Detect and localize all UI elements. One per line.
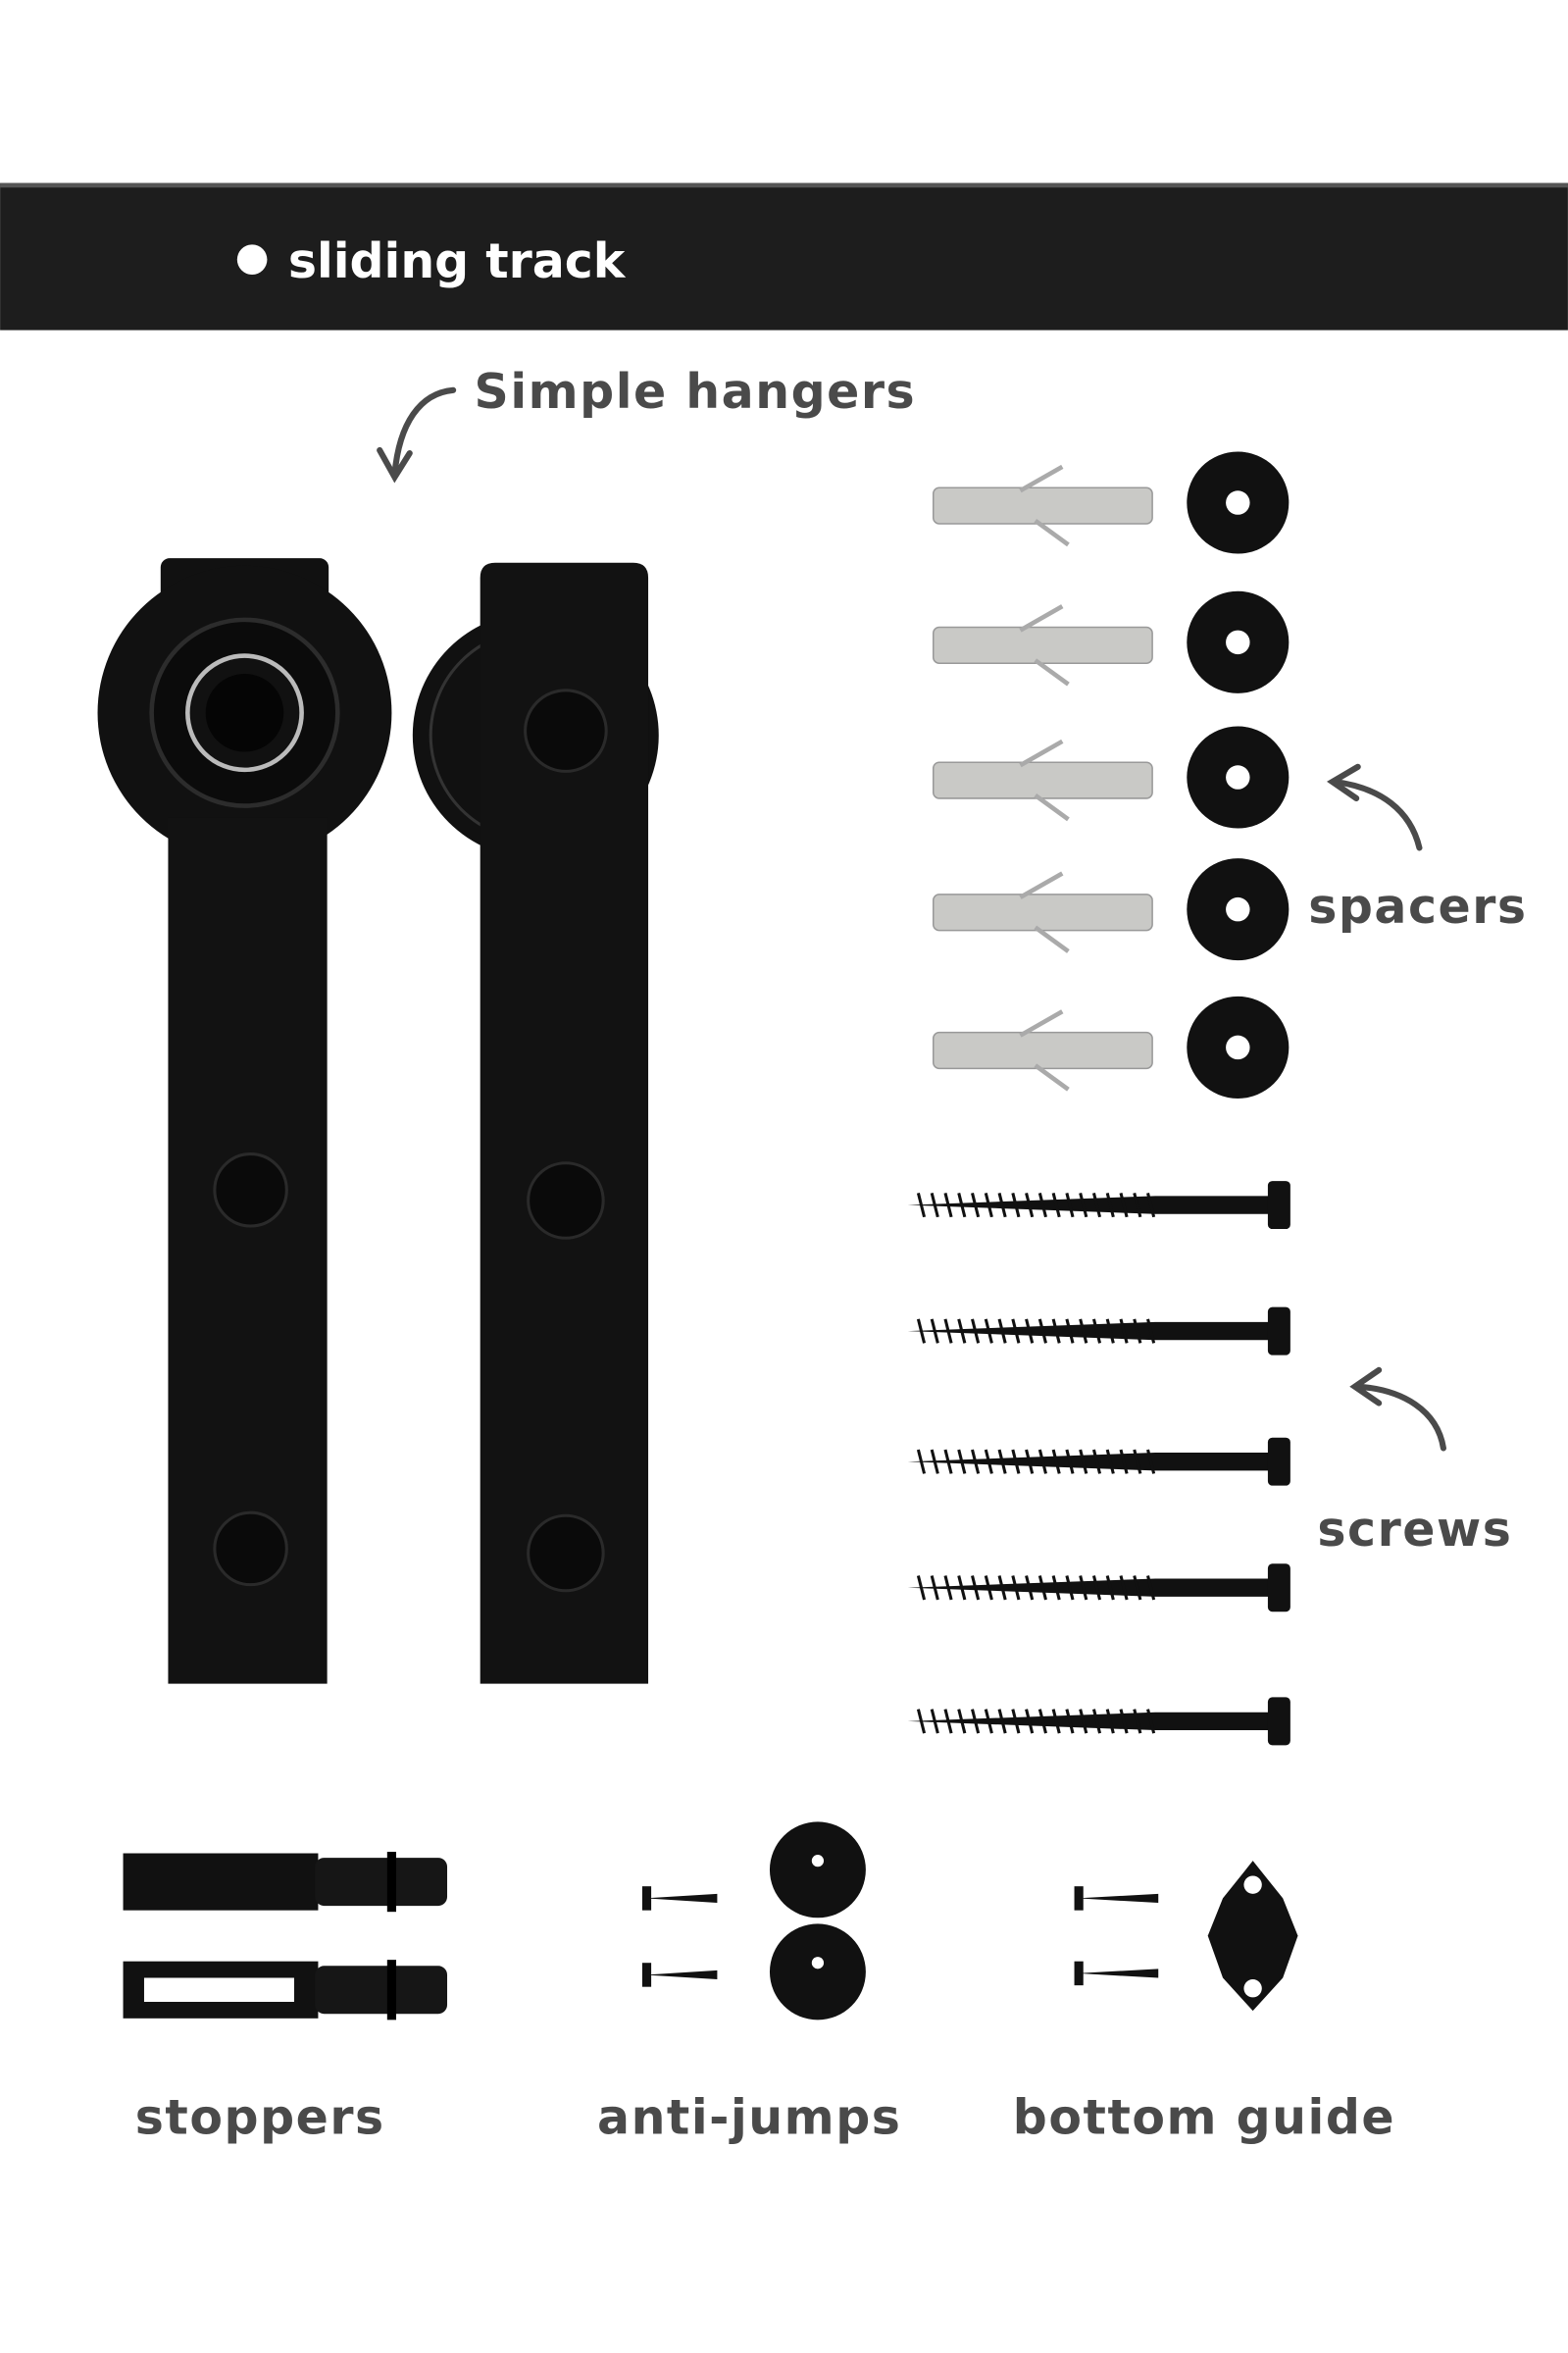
curved-arrow-icon xyxy=(377,386,457,484)
curved-arrow-icon xyxy=(1327,763,1423,851)
bolt-icon xyxy=(527,1513,605,1593)
stoppers-label: stoppers xyxy=(135,2090,385,2146)
lag-screw xyxy=(907,1181,1290,1230)
bolt-icon xyxy=(213,1510,288,1587)
spacers-label: spacers xyxy=(1308,879,1527,935)
bolt-icon xyxy=(524,689,608,773)
anchor-spacer-pair xyxy=(932,590,1290,693)
bolt-icon xyxy=(527,1161,605,1240)
wall-anchor xyxy=(932,894,1153,932)
anti-jumps xyxy=(641,1821,866,2021)
lag-screw xyxy=(907,1306,1290,1356)
wall-anchor xyxy=(932,1031,1153,1070)
bottom-guide-label: bottom guide xyxy=(1013,2090,1395,2146)
anchors-and-spacers xyxy=(932,451,1290,1099)
wall-anchor xyxy=(932,761,1153,799)
bottom-guide xyxy=(1074,1861,1298,2012)
curved-arrow-icon xyxy=(1349,1366,1446,1452)
bolt-icon xyxy=(213,1152,288,1228)
lag-screw xyxy=(907,1563,1290,1612)
bullet-icon xyxy=(236,244,268,275)
screws-label: screws xyxy=(1317,1502,1512,1558)
lag-screw xyxy=(907,1437,1290,1486)
hanger-left xyxy=(97,558,392,1684)
wall-anchor xyxy=(932,626,1153,665)
anti-jumps-label: anti-jumps xyxy=(597,2090,901,2146)
lag-screw xyxy=(907,1697,1290,1746)
hangers-label: Simple hangers xyxy=(475,364,917,420)
anchor-spacer-pair xyxy=(932,858,1290,961)
anchor-spacer-pair xyxy=(932,451,1290,554)
stoppers xyxy=(123,1851,448,2021)
wall-anchor xyxy=(932,486,1153,525)
anchor-spacer-pair xyxy=(932,996,1290,1099)
anchor-spacer-pair xyxy=(932,726,1290,829)
sliding-track-label: sliding track xyxy=(288,233,627,289)
sliding-track: sliding track xyxy=(0,182,1568,331)
hanger-right xyxy=(412,562,659,1684)
screws xyxy=(907,1181,1290,1746)
